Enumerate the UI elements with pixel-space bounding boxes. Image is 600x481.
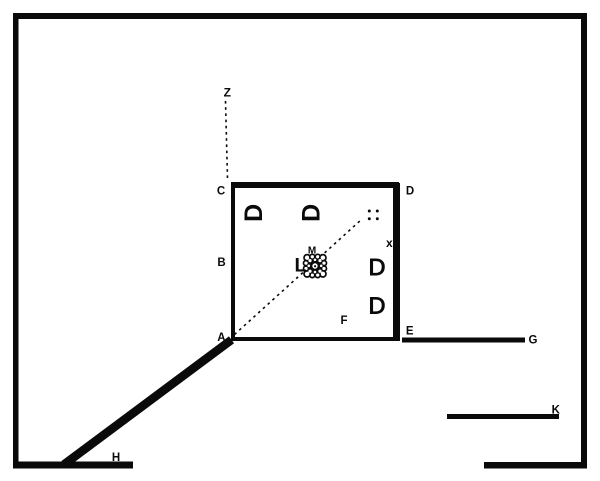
svg-text:G: G [529, 335, 538, 347]
svg-text:E: E [406, 326, 414, 338]
svg-text:B: B [217, 257, 225, 269]
svg-text:C: C [217, 186, 225, 198]
svg-text:D: D [406, 186, 414, 198]
svg-text:D: D [240, 204, 268, 222]
svg-text:M: M [308, 245, 316, 256]
svg-text:H: H [112, 452, 120, 464]
svg-text:D: D [298, 204, 326, 222]
svg-text:Z: Z [224, 86, 231, 100]
svg-text:A: A [217, 332, 225, 344]
svg-text:K: K [552, 405, 561, 417]
svg-text:L: L [295, 254, 307, 276]
svg-text:D: D [369, 293, 386, 319]
svg-text:x: x [386, 236, 393, 250]
svg-text:D: D [369, 254, 386, 280]
svg-text:F: F [340, 315, 347, 327]
